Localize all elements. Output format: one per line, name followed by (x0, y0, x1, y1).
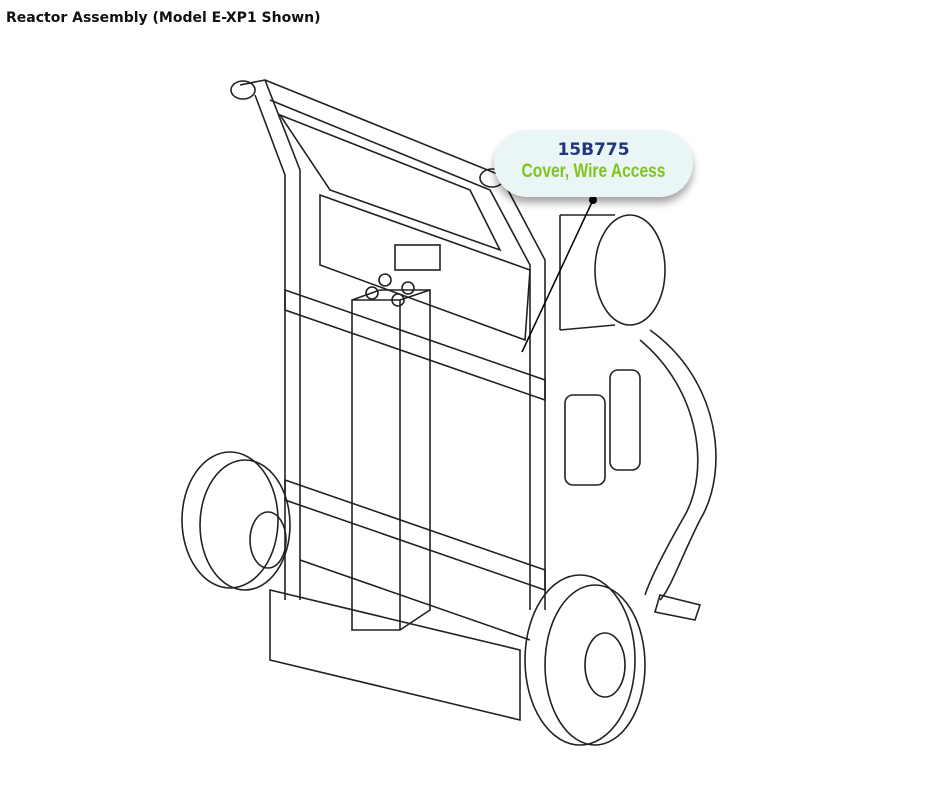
left-wheel (181, 451, 291, 591)
back-plate (319, 193, 531, 342)
part-callout: 15B775 Cover, Wire Access (494, 130, 693, 197)
crossbars (284, 288, 546, 641)
control-panel (277, 113, 502, 252)
part-description: Cover, Wire Access (521, 161, 666, 182)
part-number: 15B775 (557, 140, 630, 160)
handle-frame (239, 79, 546, 610)
callout-leader-line (521, 199, 594, 353)
hose (639, 329, 717, 601)
callout-leader-dot (589, 196, 597, 204)
base-plate (269, 588, 521, 722)
page-title: Reactor Assembly (Model E-XP1 Shown) (6, 10, 321, 26)
motor (594, 214, 666, 326)
heater-column (351, 288, 431, 631)
right-wheel (524, 574, 646, 746)
pump (564, 394, 606, 486)
